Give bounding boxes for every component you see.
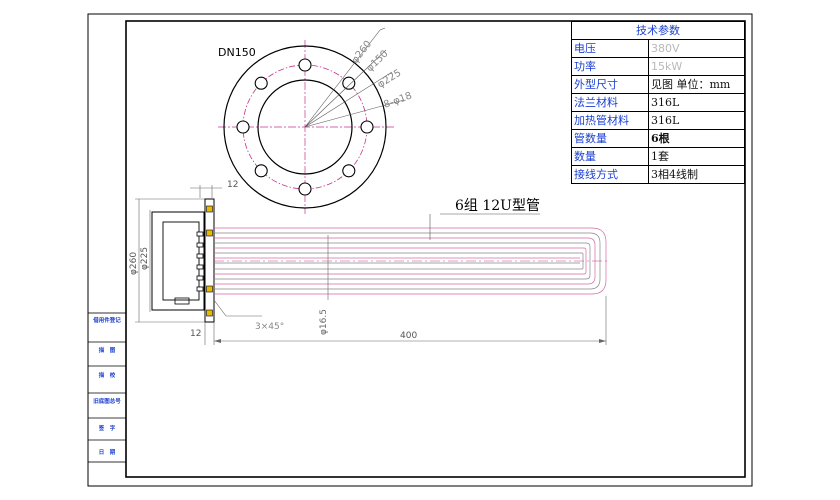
spec-label: 管数量 [571,129,649,148]
spec-label: 数量 [571,147,649,166]
spec-value: 316L [648,93,745,112]
side-dim-400: 400 [400,331,417,341]
flange-front-view: DN150 φ260 φ150 φ225 [218,27,414,214]
side-dim-225: φ225 [140,247,150,270]
spec-label: 功率 [571,57,649,76]
spec-row-tube-count: 管数量 6根 [571,129,745,148]
flange-title: DN150 [218,46,256,59]
title-cell-old-drawing-no: 旧底图总号 [93,399,121,405]
spec-value: 15kW [648,57,745,76]
spec-label: 法兰材料 [571,93,649,112]
spec-value: 380V [648,39,745,58]
side-dim-12-bottom: 12 [190,329,201,339]
spec-row-wiring: 接线方式 3相4线制 [571,165,745,184]
flange-dim-holes: 8-φ18 [382,90,413,110]
spec-row-flange-material: 法兰材料 316L [571,93,745,112]
spec-label: 外型尺寸 [571,75,649,94]
flange-side [204,198,215,323]
inner-border [125,20,746,478]
side-dim-260: φ260 [129,252,139,275]
spec-row-tube-material: 加热管材料 316L [571,111,745,130]
side-dim-12-top: 12 [227,180,238,190]
title-cell-signature: 签 字 [98,426,116,432]
spec-row-dimensions: 外型尺寸 见图 单位：mm [571,75,745,94]
spec-table-header: 技术参数 [571,21,745,40]
terminals [196,231,204,292]
junction-box [151,211,205,311]
bolt-holes [236,58,374,196]
title-cell-date: 日 期 [98,450,116,456]
side-dim-chamfer: 3×45° [255,322,284,332]
spec-value: 1套 [648,147,745,166]
spec-value: 3相4线制 [648,165,745,184]
heater-side-view: 12 φ260 φ225 [129,180,610,345]
spec-row-quantity: 数量 1套 [571,147,745,166]
spec-table: 技术参数 电压 380V 功率 15kW 外型尺寸 见图 单位：mm 法兰材料 … [571,21,745,184]
title-cell-trace-check: 描 校 [98,373,116,379]
flange-dim-225: φ225 [376,68,404,91]
spec-value: 6根 [648,129,745,148]
flange-outer-circle [223,45,387,209]
spec-value: 见图 单位：mm [648,75,745,94]
spec-label: 加热管材料 [571,111,649,130]
spec-label: 接线方式 [571,165,649,184]
flange-bore [257,79,353,175]
spec-table-title: 技术参数 [571,21,745,40]
spec-value: 316L [648,111,745,130]
side-dim-16-5: φ16.5 [319,309,329,335]
tube-note: 6组 12U型管 [455,198,540,214]
outer-border [87,13,753,487]
title-block [87,312,127,463]
spec-label: 电压 [571,39,649,58]
title-cell-tracing: 描 图 [98,348,116,354]
spec-row-power: 功率 15kW [571,57,745,76]
title-cell-borrowed-parts: 借用件登记 [93,318,121,324]
spec-row-voltage: 电压 380V [571,39,745,58]
